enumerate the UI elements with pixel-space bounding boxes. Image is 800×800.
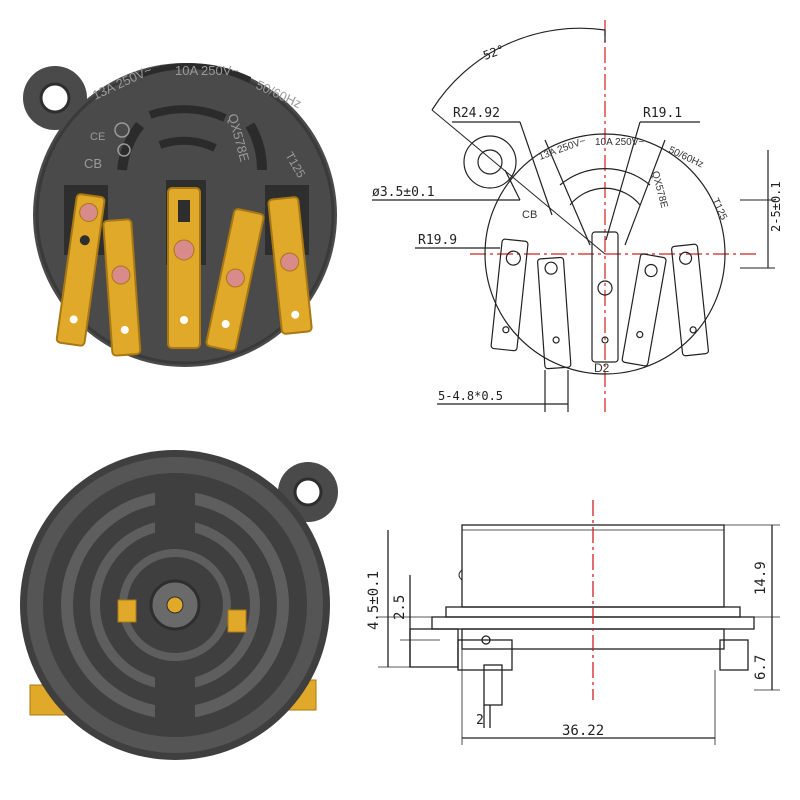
drawing-top-dimensions: 52° R24.92 R19.1 ø3.5±0.1 R19.9 2-5±0.1 … bbox=[372, 42, 783, 403]
ear-outline bbox=[463, 135, 517, 189]
terminal-outline bbox=[490, 238, 529, 352]
arc-slot bbox=[148, 105, 227, 122]
mold-cert-ce: CE bbox=[90, 131, 105, 143]
terminal-side bbox=[719, 639, 749, 671]
dim-r-side: R19.9 bbox=[418, 233, 457, 248]
brass-terminal bbox=[167, 187, 201, 349]
drawing-side-dimensions: 4.5±0.1 2.5 14.9 6.7 36.22 2 bbox=[366, 561, 769, 739]
drawing-top-view bbox=[372, 20, 775, 412]
terminal-outline bbox=[591, 231, 619, 363]
terminal-side bbox=[483, 664, 503, 706]
mounting-hole bbox=[39, 82, 71, 114]
screw-icon bbox=[111, 265, 131, 285]
tuv-mark-icon bbox=[117, 143, 131, 157]
dim-height: 14.9 bbox=[753, 561, 769, 595]
screw-icon bbox=[173, 239, 195, 261]
brass-tab bbox=[117, 599, 137, 623]
screw-icon bbox=[225, 268, 245, 288]
center-hole bbox=[166, 596, 184, 614]
dim-base: 6.7 bbox=[753, 655, 769, 680]
screw-icon bbox=[280, 252, 300, 272]
dim-left-total: 4.5±0.1 bbox=[366, 571, 382, 630]
terminal-outline bbox=[671, 243, 709, 357]
draw-cert-cb: CB bbox=[522, 209, 537, 221]
dim-width-right: 2-5±0.1 bbox=[769, 181, 783, 232]
body-outline bbox=[484, 133, 726, 375]
mold-cert-cb: CB bbox=[84, 156, 102, 171]
terminal-outline bbox=[621, 253, 667, 367]
terminal-side bbox=[457, 639, 513, 671]
draw-rating-left: 13A 250V~ bbox=[537, 136, 587, 163]
arc-slot bbox=[158, 136, 217, 152]
outer-ring bbox=[27, 457, 323, 753]
draw-model: QX578E bbox=[649, 170, 669, 210]
draw-temp: T125 bbox=[709, 197, 729, 223]
brass-terminal bbox=[205, 208, 265, 352]
dim-small: 2 bbox=[476, 713, 484, 728]
dim-tab: 5-4.8*0.5 bbox=[438, 389, 503, 403]
photo-back-view bbox=[20, 450, 338, 760]
terminal-outline bbox=[537, 256, 572, 370]
brass-terminal bbox=[55, 193, 106, 347]
brass-tab bbox=[227, 609, 247, 633]
dim-left-inner: 2.5 bbox=[392, 595, 408, 620]
dim-hole: ø3.5±0.1 bbox=[372, 185, 435, 200]
mounting-hole bbox=[293, 477, 323, 507]
arc-slot bbox=[245, 122, 268, 171]
rib bbox=[155, 675, 195, 725]
arc-slot bbox=[138, 63, 252, 83]
angle-arc bbox=[431, 27, 606, 111]
dim-angle: 52° bbox=[481, 42, 506, 63]
ear-hole bbox=[477, 149, 503, 175]
dim-r-inner: R19.1 bbox=[643, 106, 682, 121]
dim-width: 36.22 bbox=[562, 723, 604, 739]
brass-terminal bbox=[267, 196, 313, 335]
photo-front-view: 13A 250V~ 10A 250V~ 50/60Hz QX578E T125 … bbox=[23, 62, 337, 367]
drawing-side-view bbox=[378, 500, 780, 745]
terminal-side bbox=[409, 628, 459, 668]
draw-freq: 50/60Hz bbox=[667, 145, 705, 171]
dim-r-outer: R24.92 bbox=[453, 106, 500, 121]
draw-rating-mid: 10A 250V~ bbox=[595, 137, 644, 148]
brass-terminal bbox=[102, 218, 142, 357]
draw-part-code: D2 bbox=[594, 361, 610, 375]
screw-icon bbox=[79, 202, 99, 222]
mold-rating-mid: 10A 250V~ bbox=[175, 63, 239, 78]
rib bbox=[155, 485, 195, 535]
cqc-mark-icon bbox=[114, 122, 130, 138]
